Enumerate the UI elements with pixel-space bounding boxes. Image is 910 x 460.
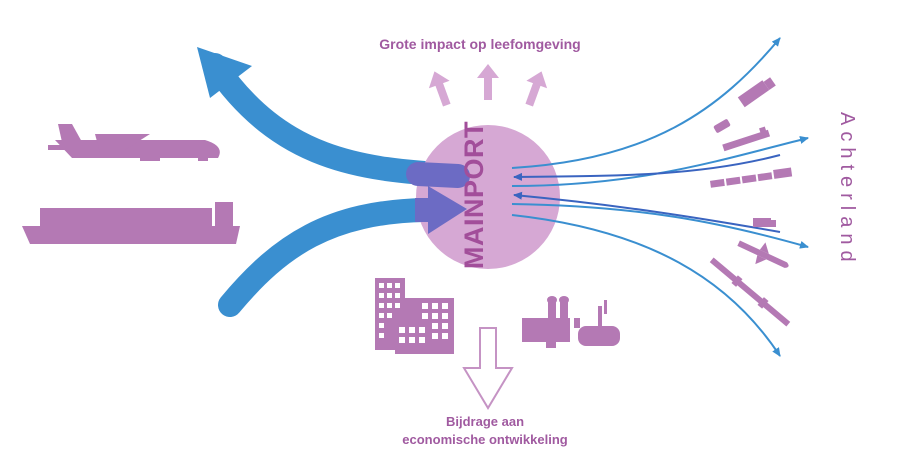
outgoing-flow-overlap [406,162,470,188]
impact-label: Grote impact op leefomgeving [379,36,581,52]
office-buildings-icon [375,278,454,354]
small-truck-icon [753,218,776,227]
container-ship-icon [22,202,240,244]
industry-plant-icon [522,296,620,348]
mainport-hub [416,125,560,269]
airplane-icon [48,124,220,161]
outgoing-flow-arrow [197,47,467,187]
small-airplane-icon [737,240,789,268]
contribution-arrow [462,327,514,410]
train-icon [709,167,793,188]
barge-icon [722,126,771,152]
car-icon [713,119,731,133]
contribution-label: Bijdrage aan economische ontwikkeling [360,413,610,449]
hinterland-outgoing-arrows [511,37,809,357]
contribution-label-line2: economische ontwikkeling [402,432,568,447]
incoming-arrow-head [428,186,467,234]
impact-arrows [428,64,548,107]
contribution-label-line1: Bijdrage aan [445,414,525,429]
hinterland-incoming-arrows [513,154,781,233]
incoming-flow-arrow [218,198,437,317]
mainport-label: MAINPORT [459,121,489,269]
truck-icon [737,77,776,108]
pipeline-icon [709,257,791,327]
hinterland-label: Achterland [836,112,858,268]
